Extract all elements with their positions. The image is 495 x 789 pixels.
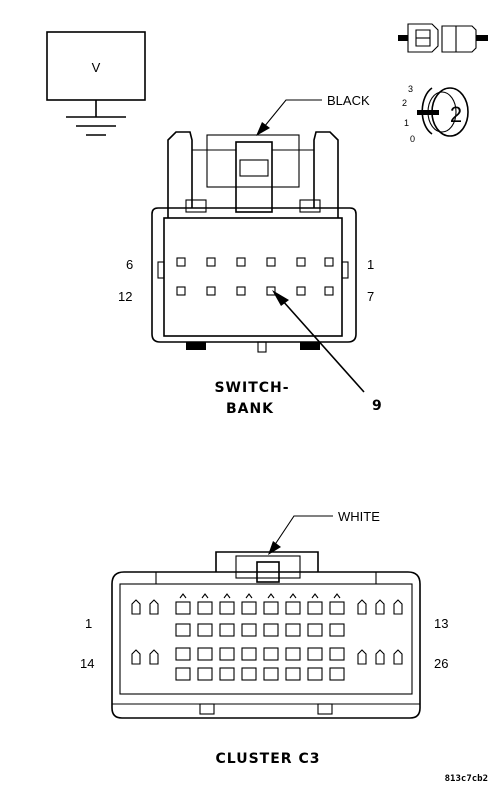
cluster-c3-pin-13: 13 (434, 616, 448, 631)
cluster-c3-pin-14: 14 (80, 656, 94, 671)
cluster-c3-color-label: WHITE (338, 509, 380, 524)
switch-bank-title-line2: BANK (226, 401, 274, 417)
key-pos-1: 1 (404, 118, 409, 128)
switch-bank-title-line1: SWITCH- (214, 380, 289, 396)
cluster-c3-connector: WHITE (80, 509, 448, 767)
switch-bank-pin-12: 12 (118, 289, 132, 304)
key-pos-0: 0 (410, 134, 415, 144)
switch-bank-pin-1: 1 (367, 257, 374, 272)
switch-bank-pin-6: 6 (126, 257, 133, 272)
figure-id: 813c7cb2 (445, 774, 488, 784)
switch-bank-pin-7: 7 (367, 289, 374, 304)
switch-bank-color-label: BLACK (327, 93, 370, 108)
connector-icon (398, 23, 488, 53)
voltage-ground-symbol: V (46, 31, 146, 136)
cluster-c3-pin-1: 1 (85, 616, 92, 631)
switch-bank-connector: BLACK (118, 93, 383, 417)
cluster-c3-pin-26: 26 (434, 656, 448, 671)
key-pos-3: 3 (408, 84, 413, 94)
ignition-key-icon: 3 2 1 0 2 (402, 84, 469, 144)
voltage-label: V (92, 60, 101, 75)
switch-bank-callout-9: 9 (372, 398, 383, 414)
cluster-c3-pins (131, 593, 403, 681)
switch-bank-pins (176, 257, 334, 296)
key-pos-2: 2 (402, 98, 407, 108)
key-label: 2 (450, 102, 462, 127)
cluster-c3-title: CLUSTER C3 (216, 751, 321, 767)
